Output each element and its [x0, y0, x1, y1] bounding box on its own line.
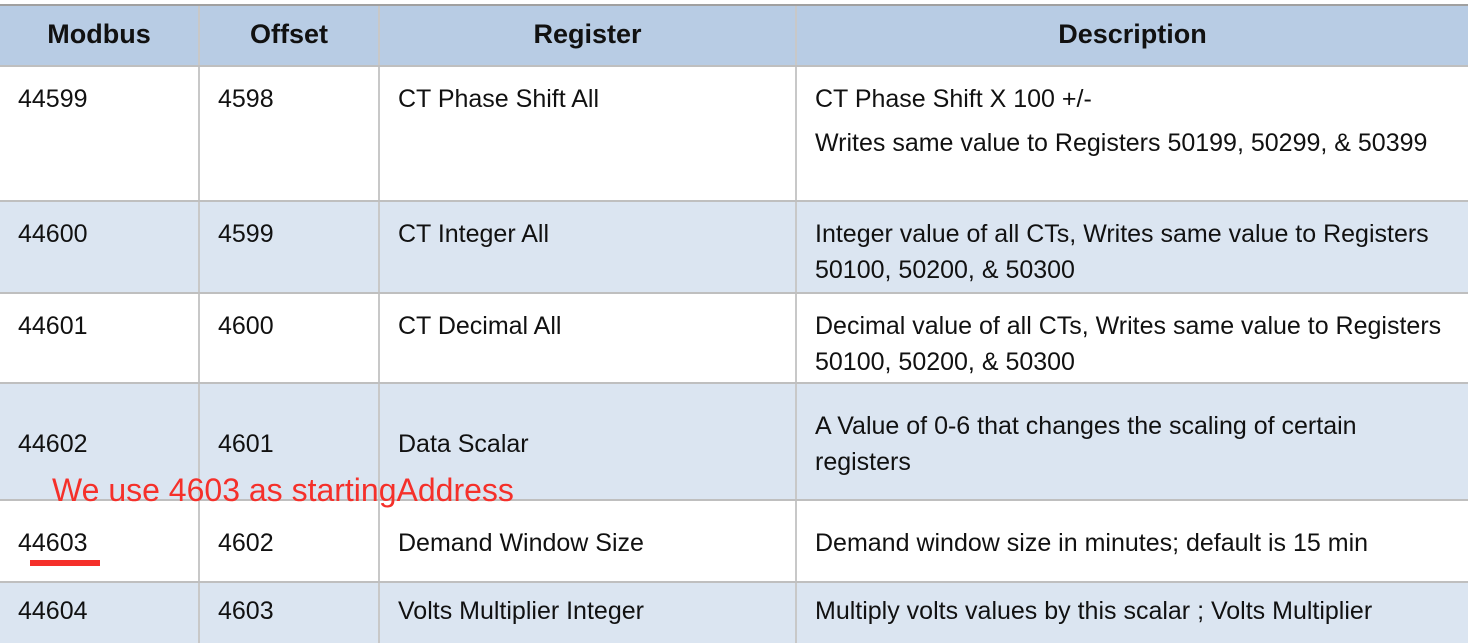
table-header: Modbus Offset Register Description	[0, 4, 1468, 67]
table-row: 44603 4602 Demand Window Size Demand win…	[0, 501, 1468, 583]
annotation-note: We use 4603 as startingAddress	[52, 472, 514, 508]
header-modbus: Modbus	[0, 6, 200, 65]
header-offset: Offset	[200, 6, 380, 65]
description-line: Writes same value to Registers 50199, 50…	[815, 129, 1428, 157]
modbus-cell: 44603	[0, 501, 200, 581]
description-cell: Demand window size in minutes; default i…	[815, 529, 1369, 557]
offset-cell: 4600	[200, 294, 380, 382]
offset-cell: 4599	[200, 202, 380, 292]
description-cell: CT Phase Shift X 100 +/- Writes same valu…	[797, 67, 1468, 200]
table-row: 44600 4599 CT Integer All Integer value …	[0, 202, 1468, 294]
description-cell: Decimal value of all CTs, Writes same va…	[815, 312, 1442, 376]
register-cell: Volts Multiplier Integer	[380, 583, 797, 643]
modbus-cell: 44601	[0, 294, 200, 382]
table-row: 44604 4603 Volts Multiplier Integer Mult…	[0, 583, 1468, 643]
annotation-underline	[30, 560, 100, 566]
table-row: 44602 4601 Data Scalar A Value of 0-6 th…	[0, 384, 1468, 501]
offset-cell: 4598	[200, 67, 380, 200]
modbus-cell: 44604	[0, 583, 200, 643]
header-description: Description	[1058, 19, 1207, 49]
description-cell: Multiply volts values by this scalar ; V…	[815, 597, 1373, 625]
register-cell: CT Integer All	[380, 202, 797, 292]
offset-cell: 4601	[200, 384, 380, 499]
description-cell: A Value of 0-6 that changes the scaling …	[815, 412, 1357, 476]
register-cell: CT Phase Shift All	[380, 67, 797, 200]
modbus-cell: 44600	[0, 202, 200, 292]
offset-cell: 4603	[200, 583, 380, 643]
offset-cell: 4602	[200, 501, 380, 581]
register-cell: Data Scalar	[380, 384, 797, 499]
modbus-cell: 44599	[0, 67, 200, 200]
modbus-cell: 44602	[0, 384, 200, 499]
description-cell: Integer value of all CTs, Writes same va…	[815, 220, 1429, 284]
register-cell: Demand Window Size	[380, 501, 797, 581]
register-cell: CT Decimal All	[380, 294, 797, 382]
header-register: Register	[380, 6, 797, 65]
description-line: CT Phase Shift X 100 +/-	[815, 85, 1092, 113]
table-row: 44601 4600 CT Decimal All Decimal value …	[0, 294, 1468, 384]
table-row: 44599 4598 CT Phase Shift All CT Phase S…	[0, 67, 1468, 202]
